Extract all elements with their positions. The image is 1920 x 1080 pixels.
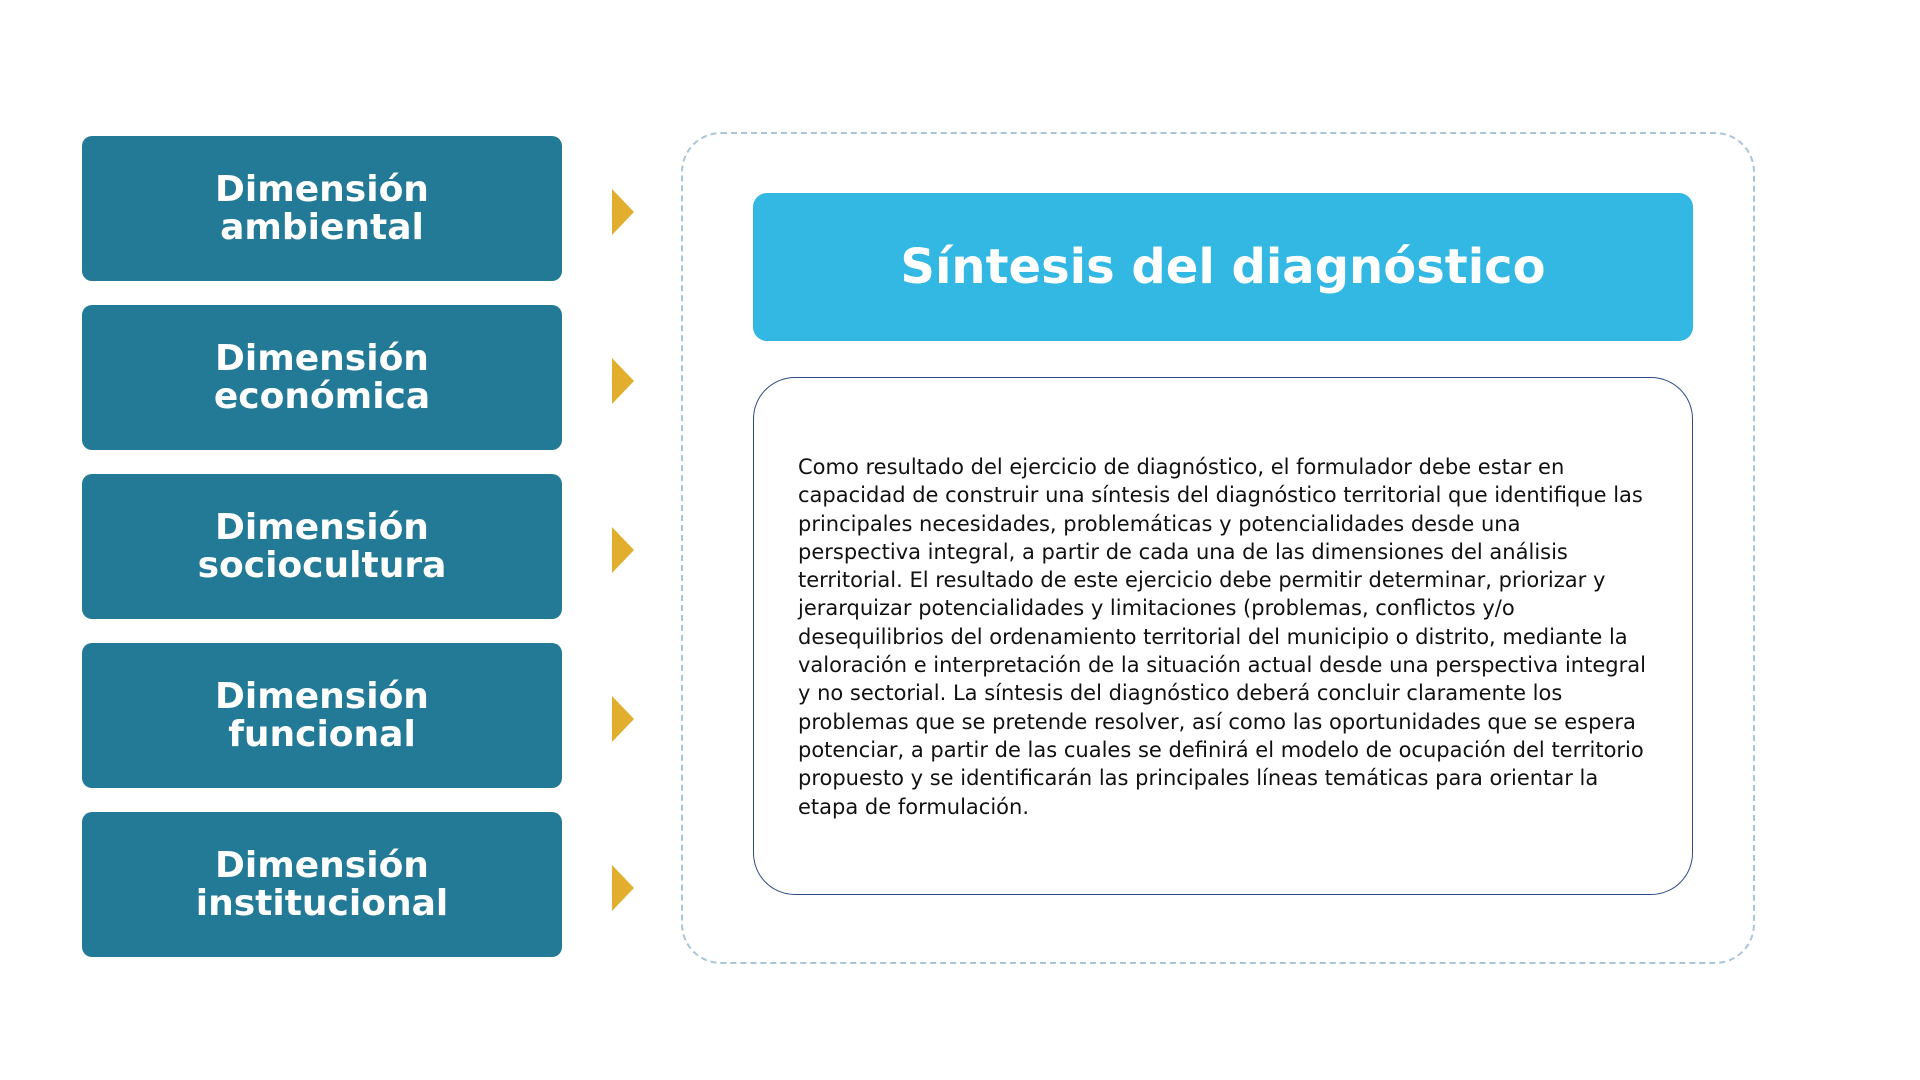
synthesis-text-box: Como resultado del ejercicio de diagnóst… bbox=[753, 377, 1693, 895]
dimension-box-institucional: Dimensión institucional bbox=[82, 812, 562, 957]
synthesis-title: Síntesis del diagnóstico bbox=[753, 193, 1693, 341]
dimension-label-line1: Dimensión bbox=[215, 675, 429, 717]
dimension-label-line1: Dimensión bbox=[215, 168, 429, 210]
dimension-label-line1: Dimensión bbox=[215, 337, 429, 379]
synthesis-body-text: Como resultado del ejercicio de diagnóst… bbox=[798, 455, 1646, 819]
dimension-label-line2: ambiental bbox=[220, 206, 424, 248]
arrow-icon bbox=[612, 865, 634, 911]
dimension-label-line1: Dimensión bbox=[215, 844, 429, 886]
dimension-box-ambiental: Dimensión ambiental bbox=[82, 136, 562, 281]
dimension-label-line2: económica bbox=[213, 375, 431, 417]
dimension-label-line2: funcional bbox=[228, 713, 416, 755]
dimension-box-sociocultura: Dimensión sociocultura bbox=[82, 474, 562, 619]
arrow-icon bbox=[612, 358, 634, 404]
dimension-label-line2: sociocultura bbox=[197, 544, 447, 586]
dimension-label-line1: Dimensión bbox=[215, 506, 429, 548]
synthesis-frame bbox=[681, 132, 1755, 964]
arrow-icon bbox=[612, 189, 634, 235]
dimension-box-economica: Dimensión económica bbox=[82, 305, 562, 450]
arrow-icon bbox=[612, 696, 634, 742]
arrow-icon bbox=[612, 527, 634, 573]
dimension-label-line2: institucional bbox=[195, 882, 449, 924]
dimension-box-funcional: Dimensión funcional bbox=[82, 643, 562, 788]
